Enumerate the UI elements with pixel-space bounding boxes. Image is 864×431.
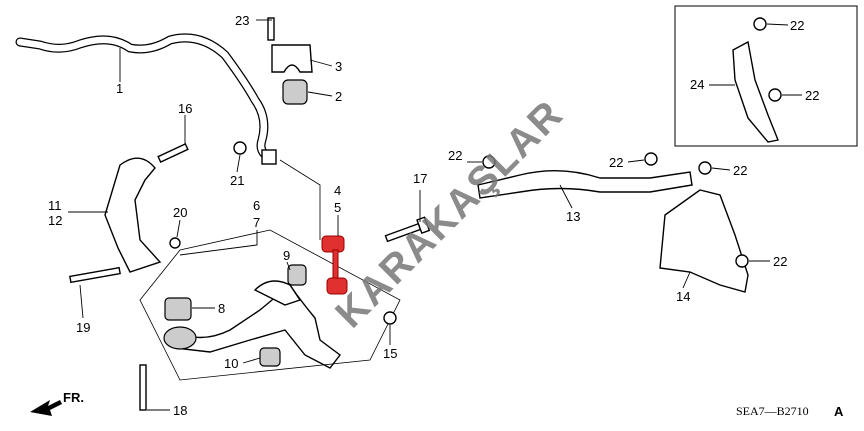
label-1: 1 [116, 81, 123, 96]
bolt-16 [157, 143, 189, 163]
label-24: 24 [690, 77, 704, 92]
bolt-19 [69, 266, 121, 284]
stabilizer-holder [267, 17, 313, 105]
label-21: 21 [230, 173, 244, 188]
label-2: 2 [335, 89, 342, 104]
label-18: 18 [173, 403, 187, 418]
label-16: 16 [178, 101, 192, 116]
bracket-24 [732, 40, 779, 143]
nut-21 [233, 141, 247, 155]
label-17: 17 [413, 171, 427, 186]
nuts-22 [482, 17, 782, 268]
label-15: 15 [383, 346, 397, 361]
label-8: 8 [218, 301, 225, 316]
label-23: 23 [235, 13, 249, 28]
label-22: 22 [773, 254, 787, 269]
knuckle [104, 157, 162, 273]
diagram-code: SEA7—B2710 [736, 404, 809, 418]
label-4: 4 [334, 183, 341, 198]
label-11: 11 [48, 198, 62, 213]
label-12: 12 [48, 213, 62, 228]
label-22: 22 [733, 163, 747, 178]
label-22: 22 [805, 88, 819, 103]
leader-lines [68, 19, 802, 411]
watermark: KARAKAŞLAR [327, 92, 572, 337]
label-3: 3 [335, 59, 342, 74]
stabilizer-bar [15, 33, 277, 165]
front-direction-arrow: FR. [30, 390, 84, 416]
lower-arm [139, 229, 401, 381]
label-6: 6 [253, 198, 260, 213]
label-22: 22 [609, 155, 623, 170]
label-10: 10 [224, 356, 238, 371]
bolt-18 [139, 364, 147, 411]
crossmember [477, 169, 693, 199]
label-5: 5 [334, 200, 341, 215]
label-13: 13 [566, 209, 580, 224]
nut-20 [169, 237, 181, 249]
label-20: 20 [173, 205, 187, 220]
label-14: 14 [676, 289, 690, 304]
label-7: 7 [253, 215, 260, 230]
diagram-revision: A [834, 404, 844, 419]
stabilizer-link [321, 235, 348, 295]
bracket-14 [659, 189, 749, 293]
inset-frame [674, 5, 858, 147]
label-19: 19 [76, 320, 90, 335]
nut-15 [383, 311, 397, 325]
label-22: 22 [790, 18, 804, 33]
callout-labels: 1 23 3 2 16 21 11 12 20 6 7 9 8 10 19 15… [48, 13, 819, 418]
label-9: 9 [283, 248, 290, 263]
front-label: FR. [63, 390, 84, 405]
label-22: 22 [448, 148, 462, 163]
